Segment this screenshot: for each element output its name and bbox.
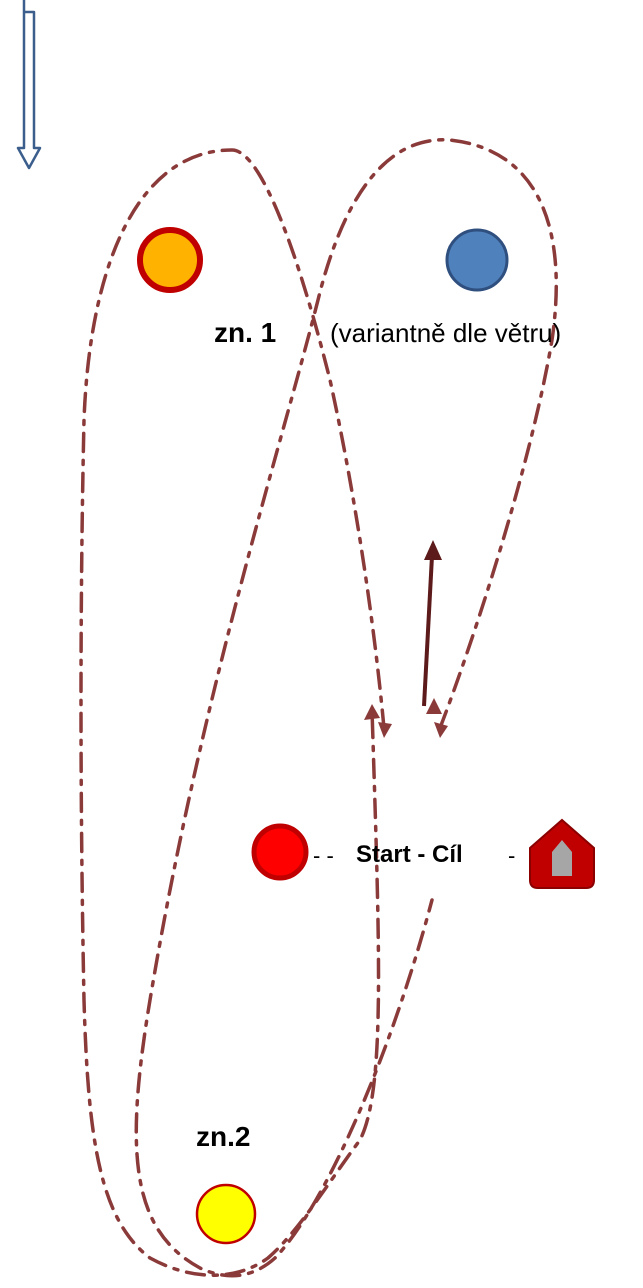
- mark2-label: zn.2: [196, 1121, 250, 1152]
- mark1-blue-buoy: [445, 228, 509, 292]
- course-lines: [79, 138, 559, 1278]
- course-variant-loop: [134, 138, 559, 1278]
- mark1-label: zn. 1: [214, 317, 276, 348]
- course-outer-loop: [79, 148, 386, 1277]
- arrowhead-left-top: [378, 722, 392, 738]
- wind-direction-arrow-icon: [16, 0, 42, 170]
- arrowhead-right-top: [434, 722, 448, 738]
- committee-boat-icon: [529, 818, 595, 889]
- arrowhead-right-bottom: [426, 698, 442, 714]
- start-finish-label: Start - Cíl: [356, 841, 463, 868]
- mark1-variant-note: (variantně dle větru): [330, 318, 561, 348]
- start-dash-right: -: [508, 843, 515, 868]
- start-dash-left: - -: [313, 843, 334, 868]
- mark1-orange-buoy: [137, 227, 203, 293]
- course-arrowheads: [364, 698, 448, 738]
- mark2-yellow-buoy: [195, 1183, 257, 1245]
- arrowhead-left-bottom: [364, 704, 380, 720]
- start-buoy: [251, 823, 309, 881]
- course-direction-arrow-icon: [422, 540, 442, 707]
